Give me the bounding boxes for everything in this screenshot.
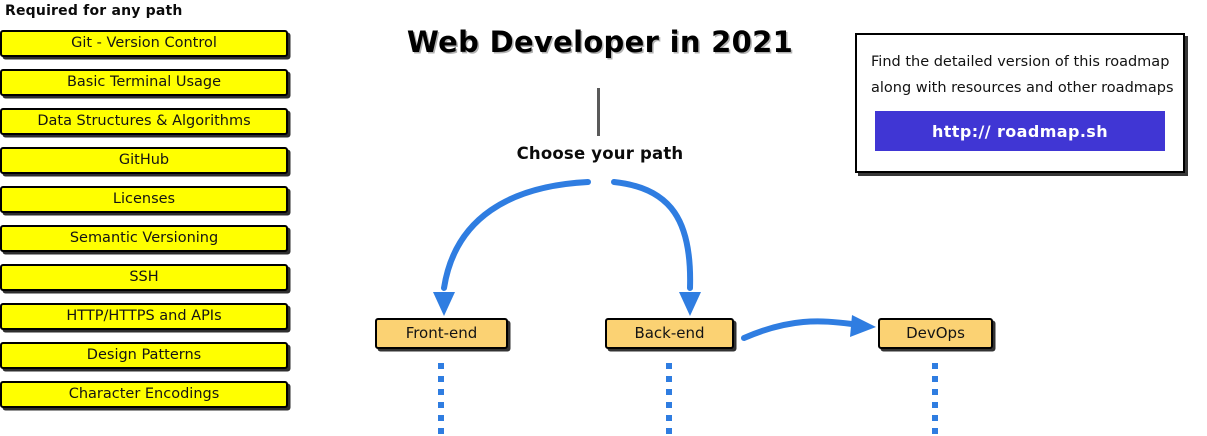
path-box-label: Front-end — [405, 324, 478, 342]
required-item-character-encodings[interactable]: Character Encodings — [0, 381, 288, 408]
roadmap-url-button[interactable]: http:// roadmap.sh — [875, 111, 1165, 151]
dotted-trail-devops — [932, 363, 938, 436]
required-item-label: SSH — [129, 269, 159, 286]
arrow-backend-to-devops — [741, 318, 855, 341]
required-item-design-patterns[interactable]: Design Patterns — [0, 342, 288, 369]
required-item-label: Basic Terminal Usage — [66, 74, 222, 91]
required-item-licenses[interactable]: Licenses — [0, 186, 288, 213]
required-item-label: Design Patterns — [86, 347, 202, 364]
required-item-github[interactable]: GitHub — [0, 147, 288, 174]
required-item-semver[interactable]: Semantic Versioning — [0, 225, 288, 252]
path-box-label: DevOps — [906, 324, 965, 342]
title-stem-connector — [597, 88, 600, 136]
arrow-head-frontend — [433, 292, 455, 316]
arrow-to-frontend — [441, 179, 591, 291]
dotted-trail-backend — [666, 363, 672, 436]
required-item-git[interactable]: Git - Version Control — [0, 30, 288, 57]
path-box-frontend[interactable]: Front-end — [375, 318, 508, 349]
required-item-label: Data Structures & Algorithms — [37, 113, 251, 130]
arrow-head-devops — [850, 315, 876, 337]
arrow-to-backend — [611, 179, 694, 291]
path-box-devops[interactable]: DevOps — [878, 318, 993, 349]
required-item-label: Licenses — [112, 191, 176, 208]
required-list: Git - Version Control Basic Terminal Usa… — [0, 30, 288, 420]
required-item-http-apis[interactable]: HTTP/HTTPS and APIs — [0, 303, 288, 330]
required-item-ssh[interactable]: SSH — [0, 264, 288, 291]
required-item-label: GitHub — [118, 152, 170, 169]
info-card: Find the detailed version of this roadma… — [855, 33, 1185, 173]
required-item-dsa[interactable]: Data Structures & Algorithms — [0, 108, 288, 135]
choose-path-label: Choose your path — [516, 144, 684, 163]
required-heading: Required for any path — [5, 3, 183, 19]
path-box-backend[interactable]: Back-end — [605, 318, 734, 349]
info-card-line-2: along with resources and other roadmaps — [871, 80, 1174, 96]
required-item-terminal[interactable]: Basic Terminal Usage — [0, 69, 288, 96]
required-section: Required for any path — [3, 0, 295, 20]
roadmap-url-label: http:// roadmap.sh — [931, 121, 1109, 141]
required-item-label: Semantic Versioning — [69, 230, 219, 247]
required-item-label: Character Encodings — [68, 386, 220, 403]
required-item-label: HTTP/HTTPS and APIs — [66, 308, 222, 325]
required-item-label: Git - Version Control — [71, 35, 217, 52]
info-card-line-1: Find the detailed version of this roadma… — [871, 54, 1170, 70]
path-box-label: Back-end — [634, 324, 705, 342]
page-title: Web Developer in 2021 — [406, 25, 794, 59]
dotted-trail-frontend — [438, 363, 444, 436]
arrow-head-backend — [679, 292, 701, 316]
